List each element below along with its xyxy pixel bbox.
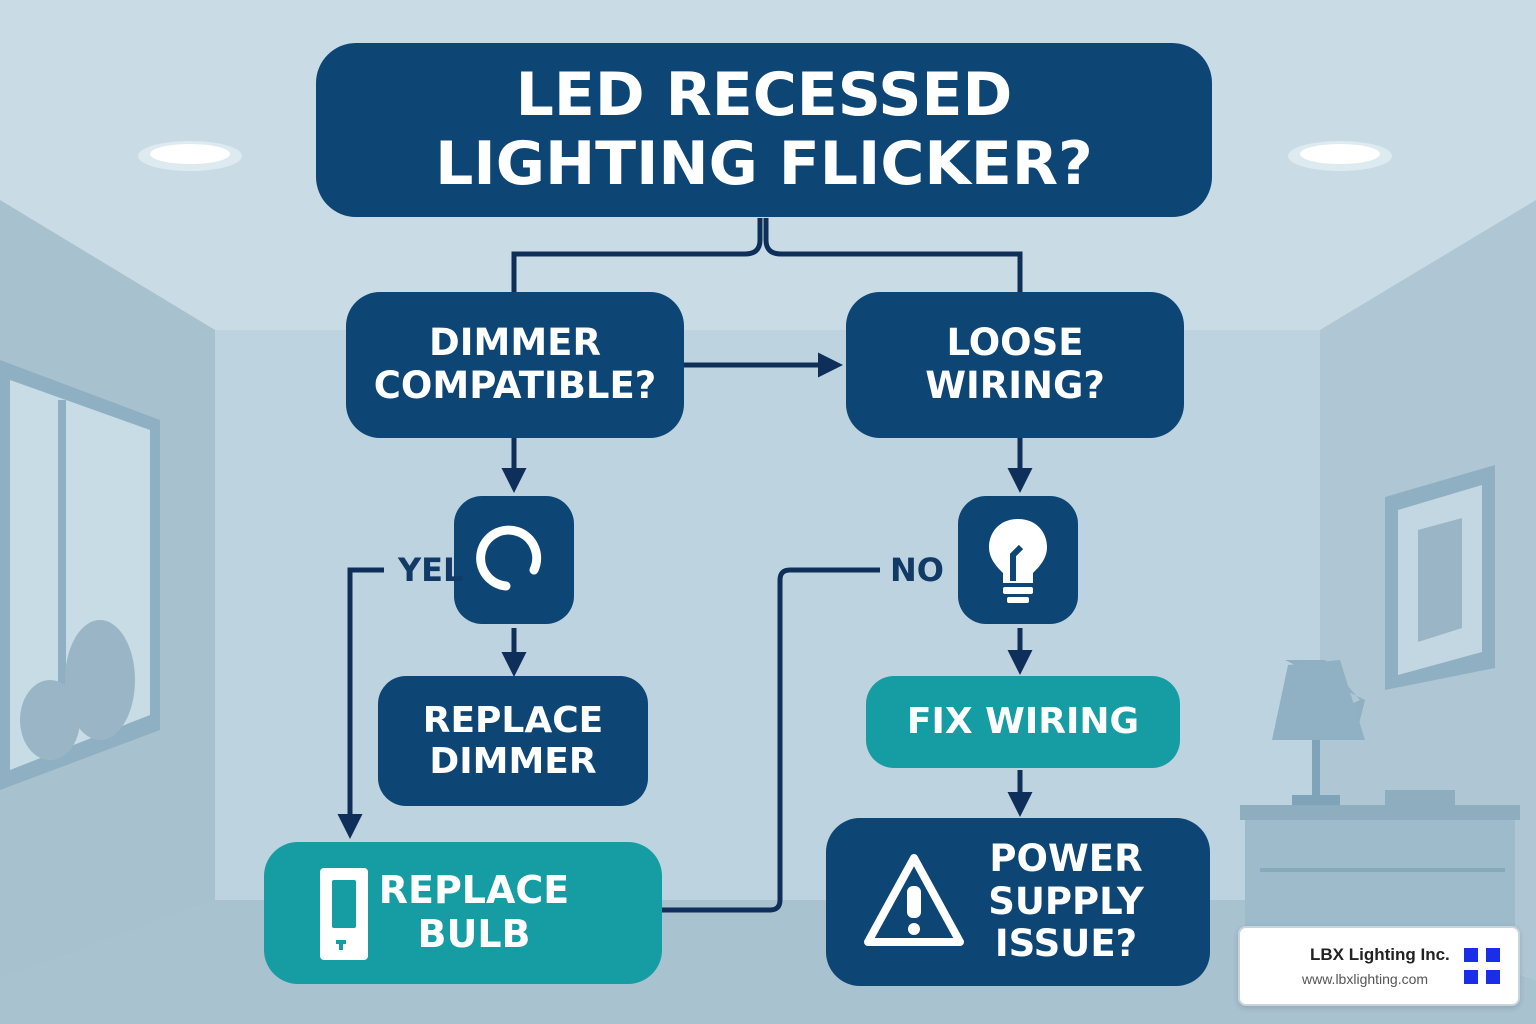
circle-arrow-icon [476,525,542,591]
power-supply-node: POWER SUPPLY ISSUE? [826,818,1210,986]
title-box: LED RECESSED LIGHTING FLICKER? [316,43,1212,217]
dimmer-compatible-node: DIMMER COMPATIBLE? [346,292,684,438]
yes-label: YEL [398,551,464,589]
light-switch-icon [320,868,368,960]
dimmer-compatible-label: DIMMER COMPATIBLE? [373,321,657,407]
replace-bulb-label: REPLACE BULB [378,868,570,956]
picture-frame-decoration [1385,465,1495,690]
warning-triangle-icon [864,854,964,946]
fix-wiring-label: FIX WIRING [906,701,1140,743]
brand-badge: LBX Lighting Inc. www.lbxlighting.com [1238,926,1520,1006]
replace-dimmer-label: REPLACE DIMMER [422,699,604,782]
brand-logo-icon [1464,948,1500,984]
brand-url: www.lbxlighting.com [1302,971,1429,987]
power-supply-label: POWER SUPPLY ISSUE? [988,837,1144,966]
brand-name: LBX Lighting Inc. [1310,945,1450,964]
page-title: LED RECESSED LIGHTING FLICKER? [435,60,1093,199]
loose-wiring-node: LOOSE WIRING? [846,292,1184,438]
replace-bulb-node: REPLACE BULB [264,842,662,984]
no-label: NO [890,551,944,589]
window-decoration [0,360,160,790]
ceiling-light-decoration [138,141,1392,171]
replace-dimmer-node: REPLACE DIMMER [378,676,648,806]
lightbulb-icon [989,519,1047,603]
yes-icon-node [454,496,574,624]
no-icon-node [958,496,1078,624]
fix-wiring-node: FIX WIRING [866,676,1180,768]
loose-wiring-label: LOOSE WIRING? [925,321,1105,407]
